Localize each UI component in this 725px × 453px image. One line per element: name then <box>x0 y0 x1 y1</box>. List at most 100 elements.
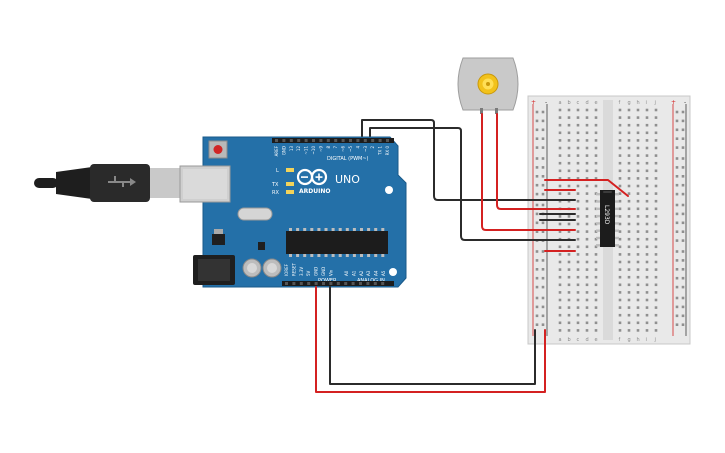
breadboard-hole[interactable] <box>576 161 580 165</box>
breadboard-hole[interactable] <box>618 329 622 332</box>
breadboard-hole[interactable] <box>645 260 649 264</box>
rail-hole[interactable] <box>541 268 545 271</box>
breadboard-hole[interactable] <box>627 184 631 188</box>
breadboard-hole[interactable] <box>576 139 580 142</box>
breadboard-hole[interactable] <box>654 146 658 150</box>
breadboard-hole[interactable] <box>594 184 598 188</box>
breadboard-hole[interactable] <box>654 253 658 256</box>
breadboard-hole[interactable] <box>654 199 658 203</box>
breadboard-hole[interactable] <box>645 123 649 127</box>
breadboard-hole[interactable] <box>585 146 589 150</box>
rail-hole[interactable] <box>541 137 545 140</box>
breadboard-hole[interactable] <box>594 169 598 173</box>
rail-hole[interactable] <box>541 323 545 326</box>
breadboard-hole[interactable] <box>636 275 640 279</box>
rail-hole[interactable] <box>541 259 545 262</box>
breadboard-hole[interactable] <box>654 313 658 317</box>
rail-hole[interactable] <box>535 296 539 300</box>
breadboard-hole[interactable] <box>558 154 562 157</box>
breadboard-hole[interactable] <box>558 123 562 127</box>
digital-pin[interactable] <box>289 139 293 142</box>
breadboard-hole[interactable] <box>654 291 658 294</box>
header-pin[interactable] <box>307 282 311 285</box>
breadboard-hole[interactable] <box>576 177 580 180</box>
breadboard-hole[interactable] <box>567 199 571 203</box>
rail-hole[interactable] <box>681 119 685 123</box>
breadboard-hole[interactable] <box>558 139 562 142</box>
breadboard-hole[interactable] <box>567 131 571 135</box>
breadboard-hole[interactable] <box>567 313 571 317</box>
breadboard-hole[interactable] <box>594 291 598 294</box>
breadboard-hole[interactable] <box>585 260 589 264</box>
breadboard-hole[interactable] <box>576 313 580 317</box>
breadboard-hole[interactable] <box>567 275 571 279</box>
breadboard-hole[interactable] <box>618 184 622 188</box>
breadboard-hole[interactable] <box>618 298 622 302</box>
breadboard-hole[interactable] <box>567 222 571 226</box>
breadboard-hole[interactable] <box>576 260 580 264</box>
breadboard-hole[interactable] <box>576 108 580 112</box>
wire-black-pin-to-input[interactable] <box>369 127 576 241</box>
breadboard-hole[interactable] <box>567 154 571 157</box>
breadboard-hole[interactable] <box>636 177 640 180</box>
breadboard-hole[interactable] <box>576 215 580 218</box>
rail-hole[interactable] <box>675 119 679 123</box>
breadboard-hole[interactable] <box>585 245 589 249</box>
rail-hole[interactable] <box>675 276 679 280</box>
breadboard-hole[interactable] <box>654 260 658 264</box>
breadboard-hole[interactable] <box>618 230 622 233</box>
breadboard-hole[interactable] <box>576 192 580 195</box>
reset-button-cap[interactable] <box>213 145 223 154</box>
breadboard-hole[interactable] <box>645 329 649 332</box>
breadboard-hole[interactable] <box>618 321 622 325</box>
rail-hole[interactable] <box>541 203 545 207</box>
wire-black-pin-to-input[interactable] <box>361 119 576 201</box>
breadboard-hole[interactable] <box>576 230 580 233</box>
breadboard-hole[interactable] <box>594 245 598 249</box>
breadboard-hole[interactable] <box>654 298 658 302</box>
breadboard-hole[interactable] <box>558 291 562 294</box>
breadboard-hole[interactable] <box>645 253 649 256</box>
breadboard-hole[interactable] <box>594 177 598 180</box>
breadboard-hole[interactable] <box>618 108 622 112</box>
breadboard-hole[interactable] <box>567 192 571 195</box>
breadboard-hole[interactable] <box>645 139 649 142</box>
breadboard-hole[interactable] <box>618 139 622 142</box>
breadboard-hole[interactable] <box>636 169 640 173</box>
rail-hole[interactable] <box>535 175 539 178</box>
breadboard-hole[interactable] <box>576 245 580 249</box>
breadboard-hole[interactable] <box>636 283 640 287</box>
breadboard-hole[interactable] <box>645 313 649 317</box>
breadboard-hole[interactable] <box>558 131 562 135</box>
rail-hole[interactable] <box>535 157 539 160</box>
breadboard-hole[interactable] <box>618 306 622 309</box>
rail-hole[interactable] <box>541 166 545 169</box>
breadboard-hole[interactable] <box>567 321 571 325</box>
breadboard-hole[interactable] <box>645 154 649 157</box>
digital-pin[interactable] <box>341 139 345 142</box>
rail-hole[interactable] <box>535 146 539 149</box>
breadboard-hole[interactable] <box>585 222 589 226</box>
breadboard-hole[interactable] <box>627 313 631 317</box>
breadboard-hole[interactable] <box>567 260 571 264</box>
breadboard-hole[interactable] <box>618 192 622 195</box>
breadboard-hole[interactable] <box>654 245 658 249</box>
rail-hole[interactable] <box>535 285 539 289</box>
breadboard-hole[interactable] <box>636 108 640 112</box>
rail-hole[interactable] <box>675 305 679 309</box>
breadboard-hole[interactable] <box>636 313 640 317</box>
rail-hole[interactable] <box>675 183 679 187</box>
breadboard-hole[interactable] <box>645 131 649 135</box>
breadboard-hole[interactable] <box>636 306 640 309</box>
digital-pin[interactable] <box>319 139 323 142</box>
breadboard-hole[interactable] <box>636 146 640 150</box>
breadboard-hole[interactable] <box>645 237 649 241</box>
rail-hole[interactable] <box>535 183 539 187</box>
breadboard-holes[interactable] <box>535 108 685 332</box>
breadboard-hole[interactable] <box>585 131 589 135</box>
breadboard-hole[interactable] <box>594 139 598 142</box>
breadboard-hole[interactable] <box>618 199 622 203</box>
breadboard-hole[interactable] <box>636 291 640 294</box>
breadboard-hole[interactable] <box>654 230 658 233</box>
breadboard-hole[interactable] <box>654 139 658 142</box>
